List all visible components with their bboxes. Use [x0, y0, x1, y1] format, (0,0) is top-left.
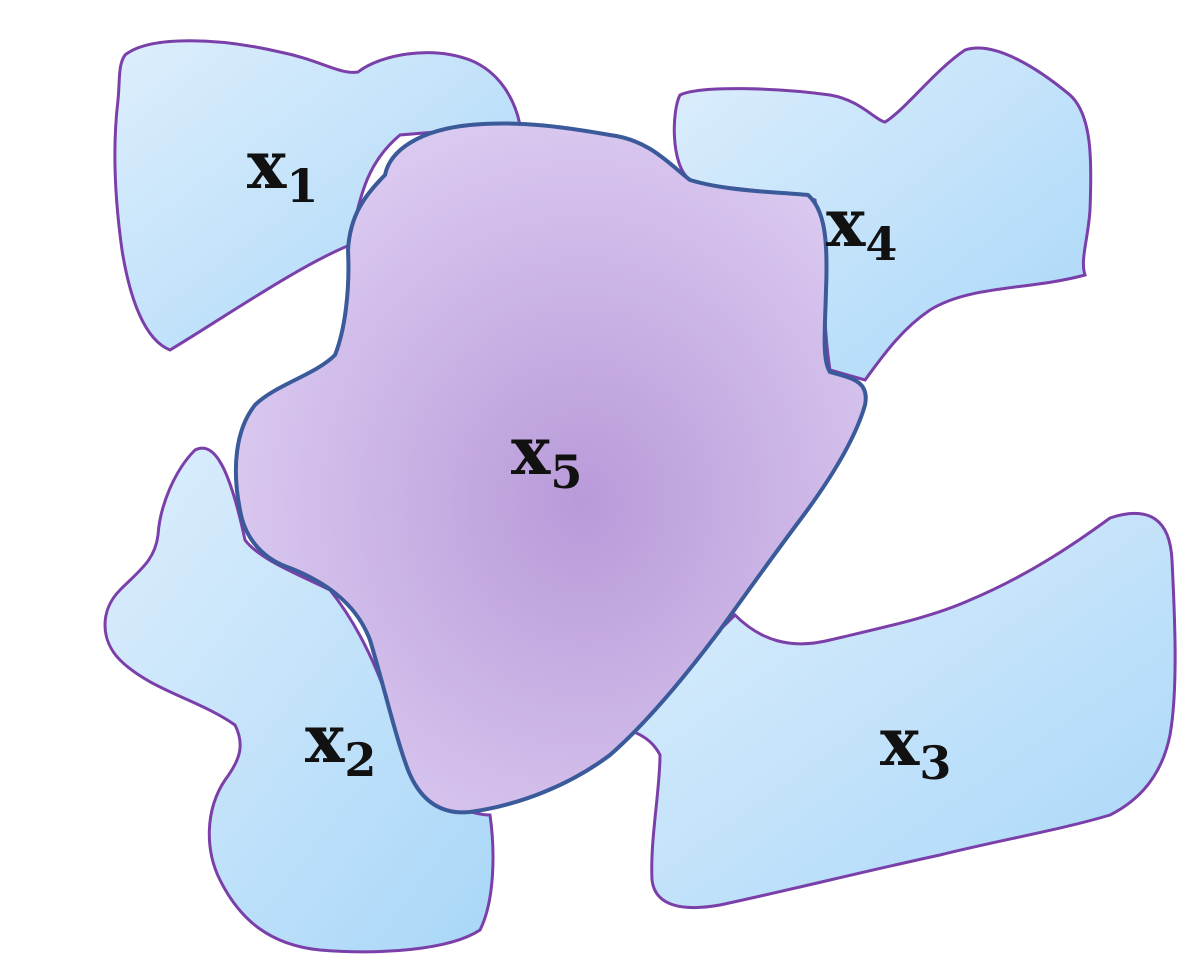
label-x3: x3 — [880, 703, 951, 790]
label-x5: x5 — [511, 412, 582, 499]
label-x4: x4 — [826, 184, 897, 271]
region-x1-shape — [113, 39, 522, 352]
region-x5-shape — [233, 121, 868, 815]
label-x1: x1 — [247, 126, 318, 213]
region-x3-shape — [616, 512, 1177, 909]
label-x2: x2 — [305, 700, 376, 787]
